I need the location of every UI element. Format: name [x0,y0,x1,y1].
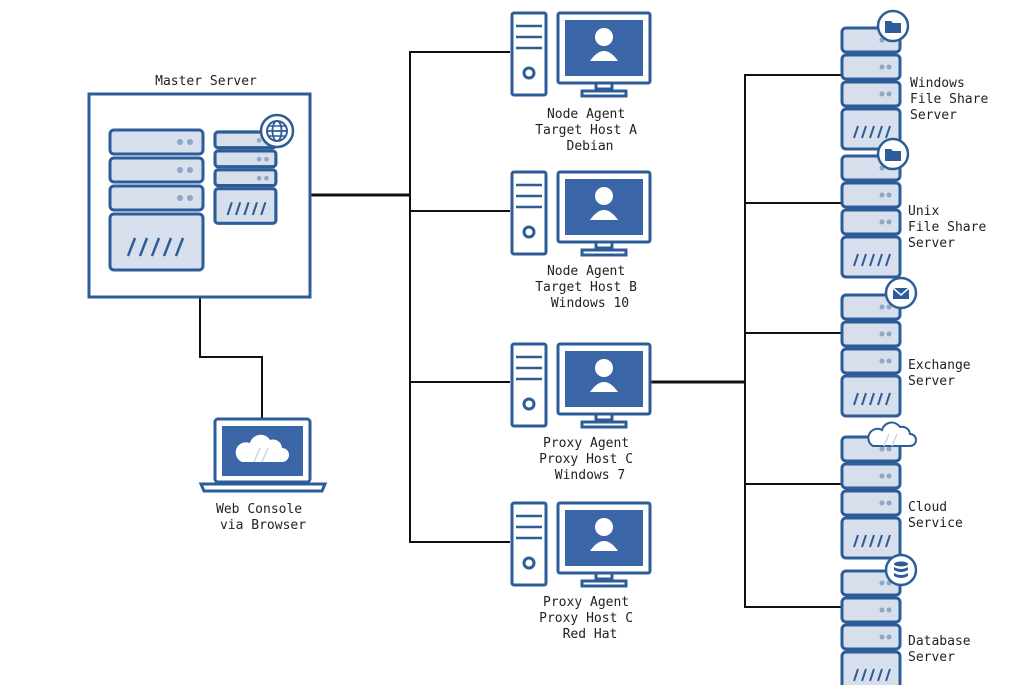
desktop-computer-icon [510,170,652,257]
master-to-console-line [199,298,263,418]
server-rack-icon [840,293,902,418]
cloud-icon [235,434,289,463]
server-rack-icon [840,435,902,560]
server-rack-icon [840,26,902,151]
agent-a-line [409,51,510,195]
web-console: Web Console via Browser [198,417,328,533]
folder-icon [876,9,910,43]
connector-lines [199,51,841,608]
mail-icon [884,276,918,310]
globe-icon [259,113,295,149]
cloud-icon [867,421,917,447]
agent-c: Proxy Agent Proxy Host C Windows 7 [510,342,652,483]
service-cloud-line [744,382,841,485]
service-winfs-line [744,74,841,382]
server-rack-icon [108,128,205,272]
service-label: Database Server [908,634,978,665]
agent-b-line [409,195,510,212]
web-console-label: Web Console via Browser [216,502,310,533]
service-label: Unix File Share Server [908,204,994,251]
service-cloud: Cloud Service [840,421,963,560]
server-rack-icon [840,154,902,279]
service-windows-file-share: Windows File Share Server [840,9,996,151]
server-rack-icon [840,569,902,685]
desktop-computer-icon [510,342,652,429]
service-label: Cloud Service [908,500,963,531]
agent-d-line [409,195,510,543]
desktop-computer-icon [510,11,652,98]
agent-a: Node Agent Target Host A Debian [510,11,652,154]
desktop-computer-icon [510,501,652,588]
agent-c-line [409,195,510,383]
agent-b: Node Agent Target Host B Windows 10 [510,170,652,311]
service-exchange: Exchange Server [840,276,978,418]
folder-icon [876,137,910,171]
service-label: Exchange Server [908,358,978,389]
agent-label: Node Agent Target Host B Windows 10 [535,264,645,311]
service-exchange-line [744,332,841,382]
service-unix-file-share: Unix File Share Server [840,137,994,279]
agent-label: Proxy Agent Proxy Host C Red Hat [539,595,641,642]
master-server: Master Server [87,74,312,299]
agent-d: Proxy Agent Proxy Host C Red Hat [510,501,652,642]
service-label: Windows File Share Server [910,76,996,123]
service-unixfs-line [744,202,841,382]
service-database: Database Server [840,553,978,685]
database-icon [884,553,918,587]
service-db-line [744,382,841,608]
server-rack-icon [213,130,278,225]
agent-label: Node Agent Target Host A Debian [535,107,645,154]
master-server-title: Master Server [155,74,257,89]
agent-label: Proxy Agent Proxy Host C Windows 7 [539,436,641,483]
